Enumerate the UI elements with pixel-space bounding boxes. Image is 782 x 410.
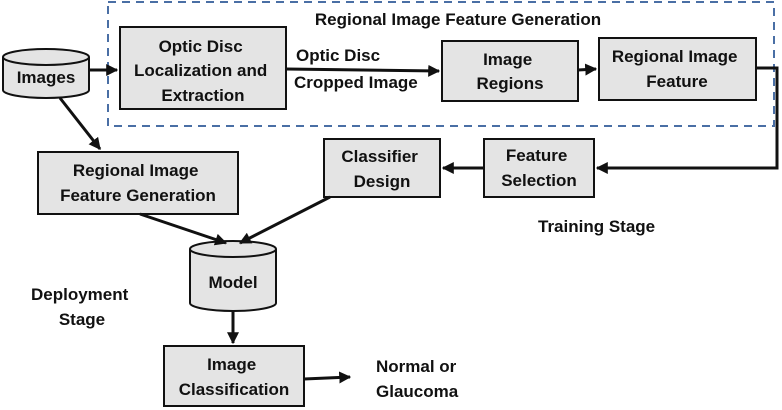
classifier-line-2: Design [354, 172, 411, 191]
optic-disc-localization-box: Optic Disc Localization and Extraction [119, 26, 287, 110]
svg-text:Classifier Design: Classifier Design [341, 147, 422, 191]
image-classification-line-2: Classification [179, 380, 290, 399]
rfg-line-1: Regional Image [73, 161, 199, 180]
arrow-optic-disc-to-regions [285, 64, 441, 77]
region-title: Regional Image Feature Generation [315, 10, 601, 29]
deployment-stage-line-1: Deployment [31, 285, 129, 304]
output-line-2: Glaucoma [376, 382, 459, 401]
feature-selection-box: Feature Selection [483, 138, 595, 198]
arrow-classifier-to-model [238, 195, 331, 245]
arrow-regions-to-feature [577, 63, 598, 76]
image-classification-line-1: Image [207, 355, 256, 374]
svg-text:Optic Disc Localization: Optic Disc Localization and Extraction [134, 37, 272, 105]
model-label: Model [208, 273, 257, 292]
svg-text:Deployment Stage: Deployment Stage [31, 285, 133, 329]
optic-disc-line-2: Localization and [134, 61, 267, 80]
svg-text:Optic Disc Cropped Image: Optic Disc Cropped Image [294, 46, 418, 92]
svg-text:Normal or Glaucoma: Normal or Glaucoma [376, 357, 461, 401]
regional-feature-generation-box: Regional Image Feature Generation [37, 151, 239, 215]
images-database: Images [1, 48, 90, 99]
svg-text:Image Regions: Image Regions [476, 50, 543, 93]
images-label: Images [17, 68, 76, 87]
classifier-line-1: Classifier [341, 147, 418, 166]
svg-text:Image Classification: Image Classification [179, 355, 290, 399]
classifier-design-box: Classifier Design [323, 138, 441, 198]
arrow-rfg-to-model [139, 212, 228, 246]
arrow-images-to-rfg [58, 97, 102, 150]
optic-disc-line-3: Extraction [161, 86, 244, 105]
training-stage-label: Training Stage [538, 217, 655, 236]
svg-text:Regional Image Feature: Regional Image Feature [612, 47, 742, 91]
feature-selection-line-2: Selection [501, 171, 577, 190]
image-regions-line-1: Image [483, 50, 532, 69]
output-line-1: Normal or [376, 357, 457, 376]
svg-text:Regional Image Feature G: Regional Image Feature Generation [60, 161, 216, 205]
cropped-label-line-2: Cropped Image [294, 73, 418, 92]
model-database: Model [189, 240, 277, 312]
rfg-line-2: Feature Generation [60, 186, 216, 205]
deployment-stage-line-2: Stage [59, 310, 105, 329]
cropped-label-line-1: Optic Disc [296, 46, 380, 65]
regional-feature-line-1: Regional Image [612, 47, 738, 66]
image-regions-box: Image Regions [441, 40, 579, 102]
arrow-classification-to-output [303, 371, 352, 384]
feature-selection-line-1: Feature [506, 146, 567, 165]
regional-feature-line-2: Feature [646, 72, 707, 91]
regional-image-feature-box: Regional Image Feature [598, 37, 757, 101]
image-regions-line-2: Regions [476, 74, 543, 93]
svg-text:Feature Selection: Feature Selection [501, 146, 577, 190]
arrow-feature-to-selection [595, 66, 779, 174]
optic-disc-line-1: Optic Disc [159, 37, 243, 56]
image-classification-box: Image Classification [163, 345, 305, 407]
